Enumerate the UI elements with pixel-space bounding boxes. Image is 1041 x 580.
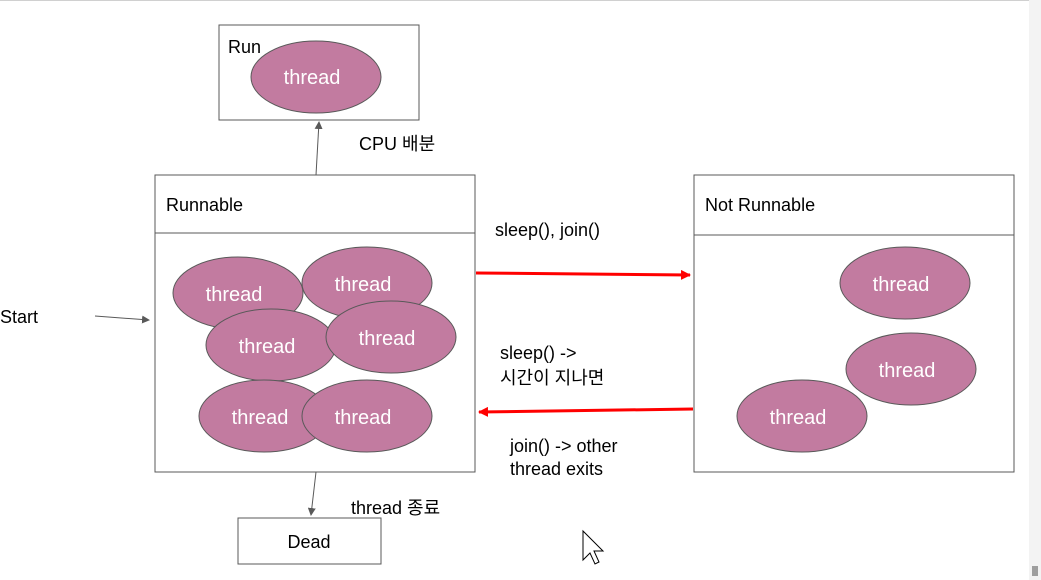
runnable-state-label: Runnable <box>166 195 243 215</box>
join-return-label-line1: join() -> other <box>509 436 618 456</box>
start-label: Start <box>0 307 38 327</box>
to-not-runnable-arrow <box>475 269 691 280</box>
sleep-return-label-line2: 시간이 지나면 <box>500 368 604 388</box>
terminate-transition-label: thread 종료 <box>351 498 440 518</box>
dead-state-label: Dead <box>287 532 330 552</box>
thread-label: thread <box>879 360 936 382</box>
thread-label: thread <box>873 274 930 296</box>
not-runnable-state-box: Not Runnable thread thread thread <box>693 174 1015 473</box>
runnable-thread-4: thread <box>325 300 457 374</box>
to-not-runnable-label: sleep(), join() <box>495 220 600 240</box>
start-arrow <box>94 315 150 324</box>
sleep-return-label-line1: sleep() -> <box>500 343 577 363</box>
thread-label: thread <box>239 336 296 358</box>
dead-state-box: Dead <box>237 517 382 565</box>
join-return-label-line2: thread exits <box>510 459 603 479</box>
runnable-thread-3: thread <box>205 308 337 382</box>
not-runnable-state-label: Not Runnable <box>705 195 815 215</box>
thread-label: thread <box>770 407 827 429</box>
scrollbar-thumb[interactable] <box>1032 566 1038 576</box>
run-state-label: Run <box>228 37 261 57</box>
cpu-transition-label: CPU 배분 <box>359 134 435 154</box>
run-thread-ellipse: thread <box>250 40 382 114</box>
not-runnable-thread-3: thread <box>736 379 868 453</box>
runnable-state-box: Runnable thread thread thread thread thr… <box>154 174 476 473</box>
thread-label: thread <box>335 407 392 429</box>
thread-label: thread <box>284 67 341 89</box>
terminate-arrow <box>307 471 317 516</box>
cpu-arrow <box>314 121 323 176</box>
frame-top-border <box>0 0 1041 1</box>
scrollbar-track[interactable] <box>1029 0 1041 580</box>
thread-label: thread <box>335 274 392 296</box>
run-state-box: Run thread <box>218 24 420 121</box>
thread-label: thread <box>359 328 416 350</box>
not-runnable-thread-1: thread <box>839 246 971 320</box>
thread-label: thread <box>206 284 263 306</box>
runnable-thread-6: thread <box>301 379 433 453</box>
mouse-cursor-icon <box>582 529 605 565</box>
thread-label: thread <box>232 407 289 429</box>
to-runnable-arrow <box>478 406 694 417</box>
not-runnable-thread-2: thread <box>845 332 977 406</box>
